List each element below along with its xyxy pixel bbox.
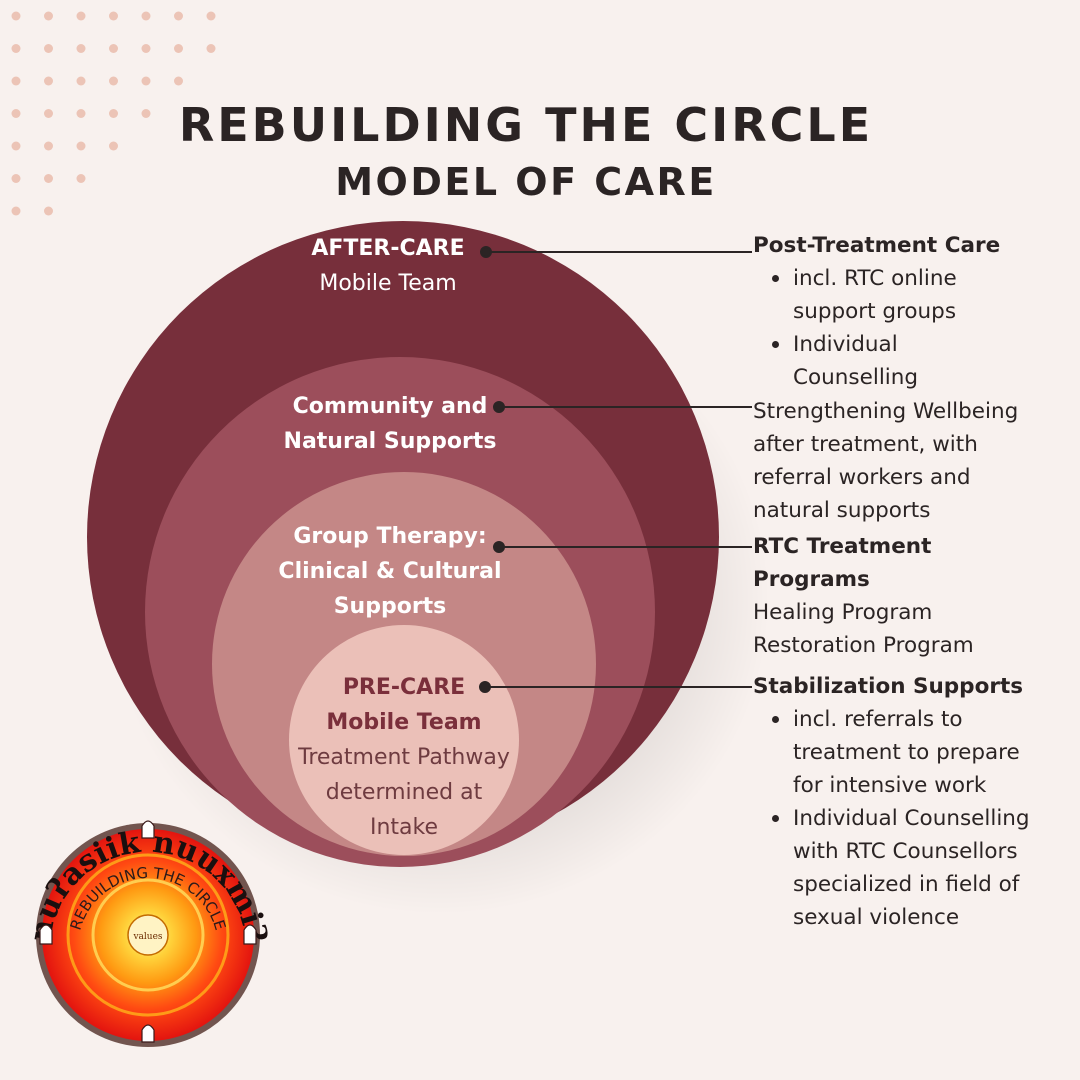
after-care-subtext: Mobile Team — [319, 271, 457, 296]
decorative-dot — [109, 44, 118, 53]
title-line-2: MODEL OF CARE — [335, 160, 717, 204]
rtc-programs-heading-line-2: Programs — [753, 567, 870, 592]
pre-care-text-line-1: Treatment Pathway — [298, 745, 510, 770]
decorative-dot — [44, 174, 53, 183]
pre-care-label: PRE-CARE Mobile Team Treatment Pathway d… — [284, 670, 524, 845]
connector-dot-group-therapy — [493, 541, 505, 553]
decorative-dot — [109, 141, 118, 151]
community-heading-line-1: Community and — [292, 394, 488, 419]
restoration-program: Restoration Program — [753, 633, 974, 658]
decorative-dot — [11, 76, 21, 86]
strengthening-line: after treatment, with — [753, 432, 978, 457]
connector-dot-community — [493, 401, 505, 413]
logo-center-text: values — [132, 932, 162, 942]
decorative-dot — [44, 44, 53, 53]
decorative-dot — [141, 76, 151, 86]
post-treatment-bullets: incl. RTC online support groups Individu… — [753, 262, 1073, 394]
decorative-dot — [141, 109, 151, 118]
connector-dot-pre-care — [479, 681, 491, 693]
healing-program: Healing Program — [753, 600, 933, 625]
post-treatment-bullet: incl. RTC online support groups — [772, 262, 983, 328]
group-therapy-heading-line-1: Group Therapy: — [293, 524, 487, 549]
community-heading-line-2: Natural Supports — [283, 429, 497, 454]
strengthening-line: Strengthening Wellbeing — [753, 399, 1019, 424]
strengthening-line: natural supports — [753, 498, 931, 523]
decorative-dot — [11, 44, 21, 53]
hand-icon — [141, 1024, 155, 1043]
pre-care-heading: PRE-CARE — [342, 675, 466, 700]
decorative-dot — [11, 206, 21, 216]
decorative-dot — [174, 11, 183, 21]
stabilization-bullet: incl. referrals to treatment to prepare … — [772, 703, 1043, 802]
rtc-programs-heading-line-1: RTC Treatment — [753, 534, 932, 559]
rebuilding-the-circle-logo: values REBUILDING THE CIRCLE nuʔasiik nu… — [23, 820, 273, 1047]
decorative-dot — [174, 76, 183, 86]
stabilization-supports-block: Stabilization Supports incl. referrals t… — [753, 670, 1073, 934]
hand-icon — [141, 820, 155, 839]
decorative-dot — [206, 44, 216, 53]
decorative-dot — [76, 11, 86, 21]
post-treatment-heading: Post-Treatment Care — [753, 233, 1001, 258]
decorative-dot — [141, 11, 151, 21]
decorative-dot — [76, 44, 86, 53]
decorative-dot — [44, 76, 53, 86]
hand-icon — [39, 924, 53, 945]
decorative-dot — [11, 141, 21, 151]
community-supports-label: Community and Natural Supports — [268, 389, 512, 459]
decorative-dot — [76, 141, 86, 151]
post-treatment-care-block: Post-Treatment Care incl. RTC online sup… — [753, 229, 1073, 394]
decorative-dot-grid — [11, 11, 216, 216]
decorative-dot — [109, 11, 118, 21]
connector-dot-after-care — [480, 246, 492, 258]
decorative-dot — [11, 11, 21, 21]
decorative-dot — [76, 76, 86, 86]
decorative-dot — [206, 11, 216, 21]
post-treatment-bullet: Individual Counselling — [772, 328, 963, 394]
decorative-dot — [44, 109, 53, 118]
after-care-heading: AFTER-CARE — [311, 236, 465, 261]
decorative-dot — [109, 109, 118, 118]
stabilization-bullet: Individual Counselling with RTC Counsell… — [772, 802, 1043, 934]
hand-icon — [243, 924, 257, 945]
stabilization-heading: Stabilization Supports — [753, 674, 1024, 699]
title-line-1: REBUILDING THE CIRCLE — [178, 98, 874, 152]
decorative-dot — [44, 11, 53, 21]
pre-care-circle — [289, 625, 519, 855]
stabilization-bullets: incl. referrals to treatment to prepare … — [753, 703, 1073, 934]
group-therapy-heading-line-2: Clinical & Cultural — [278, 559, 502, 584]
decorative-dot — [44, 206, 53, 216]
rtc-treatment-programs-block: RTC Treatment Programs Healing Program R… — [753, 530, 1073, 662]
pre-care-text-line-3: Intake — [369, 815, 439, 840]
decorative-dot — [11, 109, 21, 118]
decorative-dot — [174, 44, 183, 53]
strengthening-line: referral workers and — [753, 465, 971, 490]
after-care-label: AFTER-CARE Mobile Team — [288, 231, 488, 301]
pre-care-text-line-2: determined at — [325, 780, 483, 805]
group-therapy-heading-line-3: Supports — [333, 594, 447, 619]
strengthening-wellbeing-block: Strengthening Wellbeing after treatment,… — [753, 395, 1073, 527]
decorative-dot — [76, 174, 86, 183]
decorative-dot — [76, 109, 86, 118]
decorative-dot — [109, 76, 118, 86]
pre-care-mobile-team: Mobile Team — [326, 710, 482, 735]
group-therapy-label: Group Therapy: Clinical & Cultural Suppo… — [262, 519, 518, 624]
decorative-dot — [44, 141, 53, 151]
decorative-dot — [141, 44, 151, 53]
decorative-dot — [11, 174, 21, 183]
